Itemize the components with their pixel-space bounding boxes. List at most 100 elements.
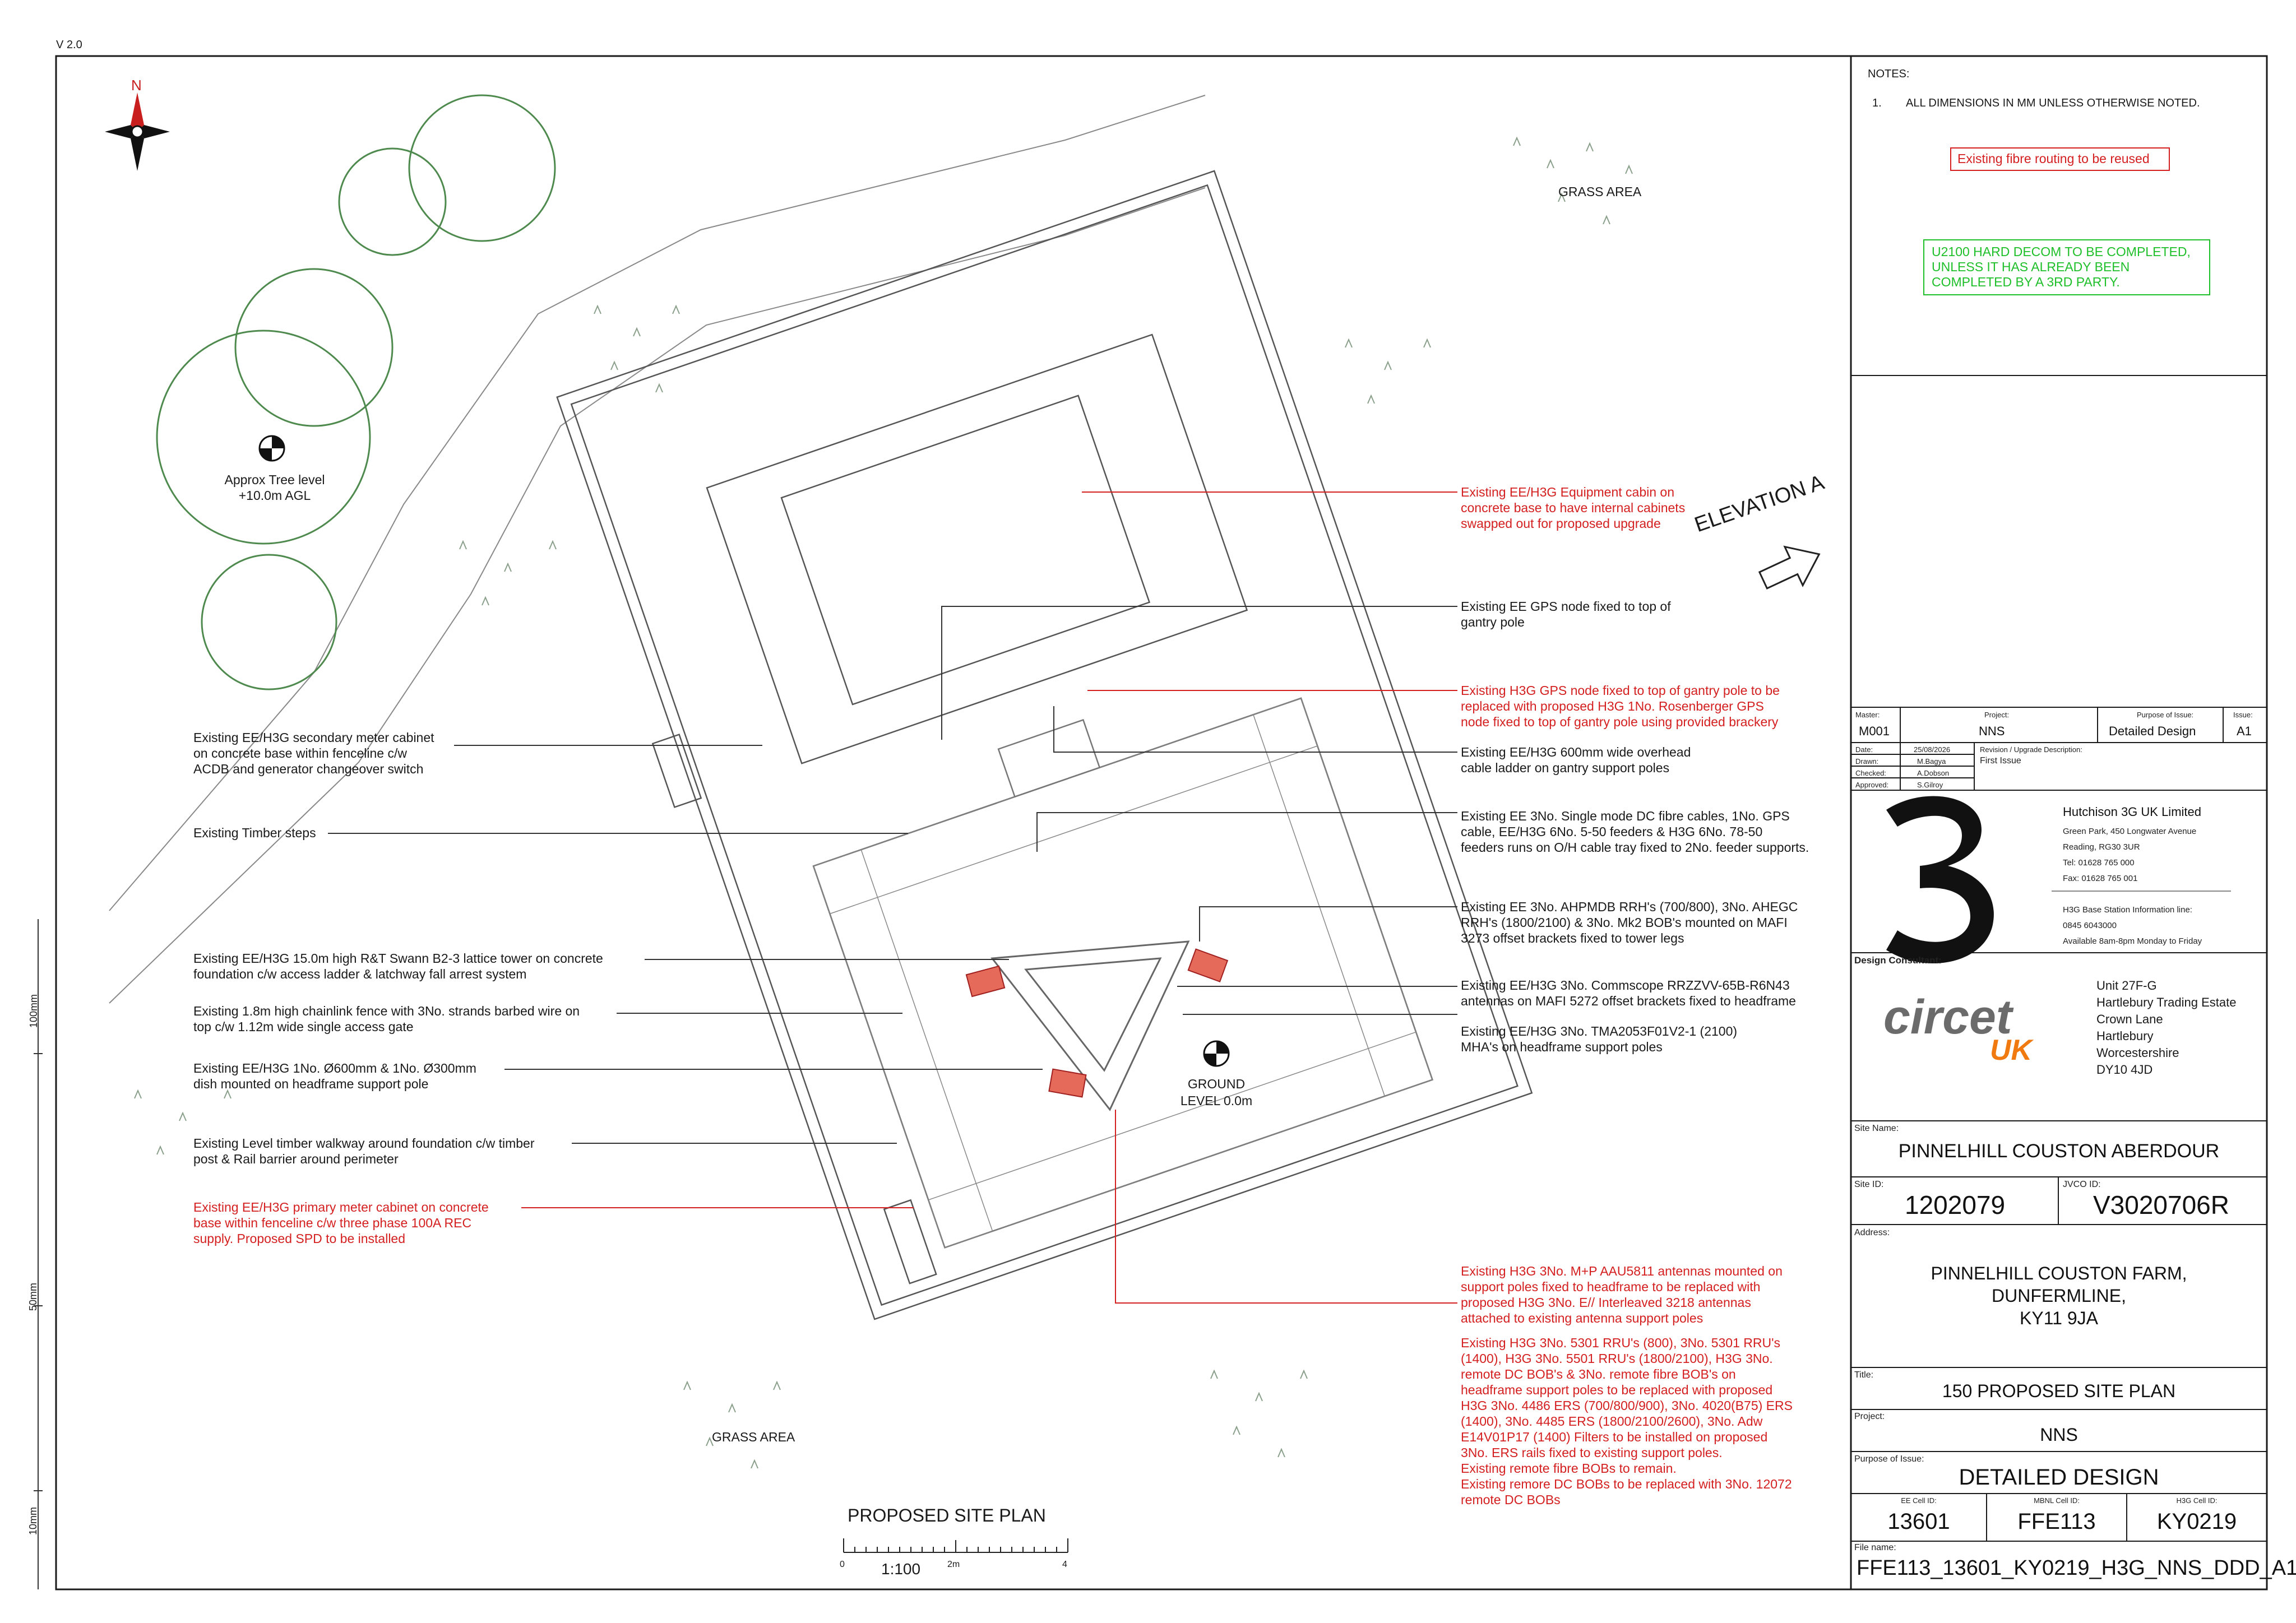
- project-label: Project:: [1984, 711, 2010, 719]
- jvco-id: V3020706R: [2093, 1190, 2229, 1219]
- scale-ratio: 1:100: [881, 1560, 921, 1578]
- site-address: PINNELHILL COUSTON FARM, DUNFERMLINE, KY…: [1931, 1263, 2187, 1328]
- notes-item-text: ALL DIMENSIONS IN MM UNLESS OTHERWISE NO…: [1906, 97, 2200, 109]
- ruler-label-50mm: 50mm: [27, 1282, 39, 1311]
- title-label: Title:: [1854, 1370, 1874, 1380]
- project2-value: NNS: [2040, 1425, 2078, 1445]
- note-chainlink-fence: Existing 1.8m high chainlink fence with …: [193, 1004, 580, 1034]
- leader-lines-right: [941, 491, 1457, 1304]
- scale-start: 0: [840, 1560, 845, 1569]
- h3g-cell-label: H3G Cell ID:: [2176, 1496, 2218, 1505]
- secondary-meter-cabinet: [651, 733, 702, 808]
- note-secondary-meter-cabinet: Existing EE/H3G secondary meter cabinet …: [193, 730, 434, 776]
- purpose2-value: DETAILED DESIGN: [1959, 1465, 2159, 1490]
- ground-level-line2: LEVEL 0.0m: [1180, 1093, 1253, 1108]
- fibre-routing-note: Existing fibre routing to be reused: [1957, 151, 2150, 166]
- mbnl-cell-label: MBNL Cell ID:: [2034, 1496, 2080, 1505]
- note-lattice-tower: Existing EE/H3G 15.0m high R&T Swann B2-…: [193, 951, 603, 981]
- fibre-note-box: [1950, 147, 2170, 171]
- ground-level-line1: GROUND: [1187, 1077, 1246, 1091]
- u2100-decom-note: U2100 HARD DECOM TO BE COMPLETED, UNLESS…: [1932, 244, 2191, 289]
- circet-logo-sub: UK: [1990, 1034, 2033, 1066]
- checked-label: Checked:: [1855, 769, 1886, 777]
- drawing-title: 150 PROPOSED SITE PLAN: [1942, 1381, 2176, 1401]
- mbnl-cell-id: FFE113: [2017, 1509, 2096, 1534]
- approved-value: S.Gilroy: [1917, 781, 1943, 789]
- file-name: FFE113_13601_KY0219_H3G_NNS_DDD_A1: [1857, 1556, 2296, 1580]
- consultant-address: Unit 27F-G Hartlebury Trading Estate Cro…: [2096, 979, 2237, 1077]
- approved-label: Approved:: [1855, 781, 1889, 789]
- note-equipment-cabin: Existing EE/H3G Equipment cabin on concr…: [1461, 485, 1686, 531]
- fence-line: [556, 170, 1533, 1320]
- company-name: Hutchison 3G UK Limited: [2063, 805, 2201, 819]
- purpose-label: Purpose of Issue:: [2137, 711, 2194, 719]
- date-label: Date:: [1855, 745, 1873, 754]
- scale-end: 4: [1062, 1560, 1067, 1569]
- drawn-value: M.Bagya: [1917, 757, 1946, 766]
- issue-value: A1: [2237, 724, 2252, 738]
- primary-meter-cabinet: [883, 1199, 937, 1285]
- note-aau5811-antennas: Existing H3G 3No. M+P AAU5811 antennas m…: [1461, 1264, 1783, 1325]
- grass-area-label-bottom: GRASS AREA: [712, 1430, 795, 1444]
- revision-label: Revision / Upgrade Description:: [1980, 745, 2082, 754]
- drawn-label: Drawn:: [1855, 757, 1879, 766]
- checked-value: A.Dobson: [1917, 769, 1950, 777]
- site-id-label: Site ID:: [1854, 1180, 1884, 1189]
- note-commscope-antennas: Existing EE/H3G 3No. Commscope RRZZVV-65…: [1461, 978, 1796, 1008]
- three-logo: [1886, 796, 1994, 964]
- project-value: NNS: [1979, 724, 2005, 738]
- info-line: H3G Base Station Information line: 0845 …: [2063, 905, 2202, 946]
- note-h3g-rrus: Existing H3G 3No. 5301 RRU's (800), 3No.…: [1461, 1336, 1793, 1507]
- note-cable-ladder: Existing EE/H3G 600mm wide overhead cabl…: [1461, 745, 1691, 775]
- jvco-label: JVCO ID:: [2063, 1180, 2101, 1189]
- grass-area-label-top: GRASS AREA: [1558, 184, 1642, 199]
- tree-level-marker: [258, 435, 285, 462]
- project2-label: Project:: [1854, 1412, 1885, 1421]
- ground-level-marker: [1203, 1040, 1230, 1067]
- north-arrow: [105, 92, 170, 171]
- note-tma: Existing EE/H3G 3No. TMA2053F01V2-1 (210…: [1461, 1024, 1738, 1054]
- note-timber-walkway: Existing Level timber walkway around fou…: [193, 1136, 535, 1166]
- site-id: 1202079: [1905, 1190, 2006, 1219]
- tree-canopies: [156, 94, 556, 690]
- ee-cell-id: 13601: [1887, 1509, 1950, 1534]
- timber-steps: [997, 718, 1101, 798]
- north-label: N: [131, 77, 142, 94]
- equipment-cabin-base: [706, 333, 1248, 764]
- elevation-arrow: [1758, 545, 1821, 590]
- master-value: M001: [1859, 724, 1890, 738]
- master-label: Master:: [1855, 711, 1880, 719]
- circet-logo: circet UK: [1883, 992, 2052, 1076]
- access-road: [109, 95, 1206, 1004]
- plan-title: PROPOSED SITE PLAN: [848, 1505, 1046, 1525]
- date-value: 25/08/2026: [1914, 745, 1951, 754]
- tree-level-line2: +10.0m AGL: [238, 488, 311, 503]
- revision-value: First Issue: [1980, 756, 2021, 766]
- purpose2-label: Purpose of Issue:: [1854, 1454, 1924, 1464]
- ee-cell-label: EE Cell ID:: [1901, 1496, 1937, 1505]
- note-fibre-cables: Existing EE 3No. Single mode DC fibre ca…: [1461, 809, 1809, 855]
- ruler-label-10mm: 10mm: [27, 1506, 39, 1536]
- issue-label: Issue:: [2233, 711, 2253, 719]
- note-dish: Existing EE/H3G 1No. Ø600mm & 1No. Ø300m…: [193, 1061, 476, 1091]
- note-primary-meter-cabinet: Existing EE/H3G primary meter cabinet on…: [193, 1200, 489, 1246]
- site-compound: [556, 170, 1533, 1320]
- lattice-tower: [965, 940, 1229, 1111]
- grass-tufts: [134, 136, 1633, 1469]
- site-name: PINNELHILL COUSTON ABERDOUR: [1898, 1140, 2220, 1162]
- scale-mid: 2m: [947, 1560, 960, 1569]
- note-h3g-gps-node: Existing H3G GPS node fixed to top of ga…: [1461, 683, 1780, 729]
- drawing-frame: [55, 55, 2268, 1590]
- address-label: Address:: [1854, 1228, 1890, 1237]
- note-timber-steps: Existing Timber steps: [193, 826, 316, 840]
- purpose-value: Detailed Design: [2109, 724, 2196, 738]
- circet-logo-main: circet: [1883, 990, 2012, 1044]
- scale-bar: [843, 1538, 1068, 1553]
- site-name-label: Site Name:: [1854, 1124, 1899, 1133]
- notes-item-number: 1.: [1872, 97, 1882, 109]
- note-ee-rrhs: Existing EE 3No. AHPMDB RRH's (700/800),…: [1461, 899, 1798, 945]
- tower-foundation: [812, 697, 1433, 1249]
- design-consultant-label: Design Consultant:: [1854, 955, 1942, 966]
- equipment-cabin: [780, 395, 1151, 706]
